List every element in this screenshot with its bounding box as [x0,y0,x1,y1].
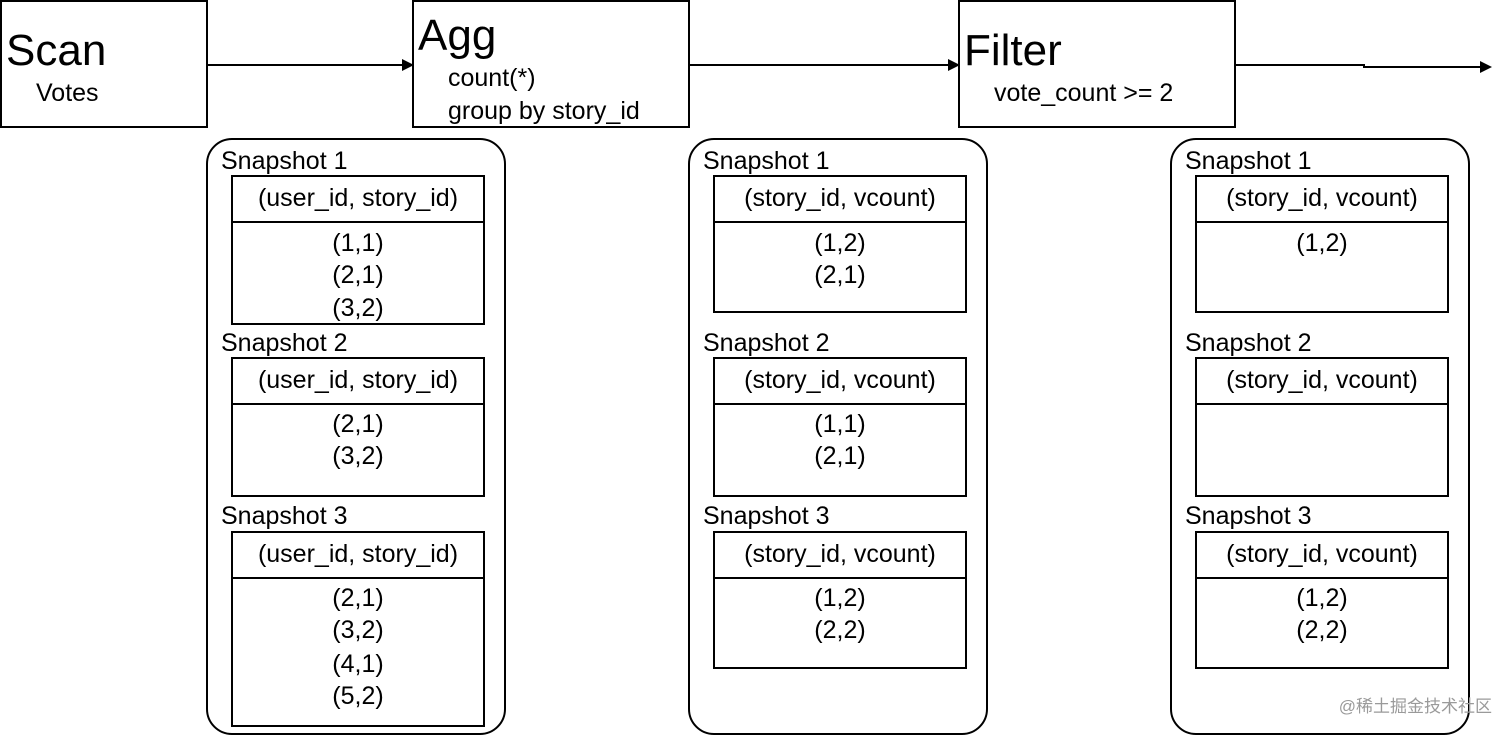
snapshot-table: (story_id, vcount) (1,2) (2,1) [713,175,967,313]
arrow-filter-output [1236,61,1492,73]
table-header: (story_id, vcount) [715,533,965,579]
snapshot-label: Snapshot 2 [221,329,348,357]
table-header: (story_id, vcount) [715,359,965,405]
snapshot-label: Snapshot 3 [703,502,830,530]
table-row: (3,2) [332,294,384,322]
table-header: (story_id, vcount) [715,177,965,223]
table-row: (2,1) [332,261,384,289]
filter-output-panel: Snapshot 1 (story_id, vcount) (1,2) Snap… [1170,138,1470,735]
table-row: (3,2) [332,442,384,470]
snapshot-table: (story_id, vcount) (1,1) (2,1) [713,357,967,497]
snapshot-table: (story_id, vcount) (1,2) [1195,175,1449,313]
snapshot-table: (story_id, vcount) (1,2) (2,2) [1195,531,1449,669]
table-row: (1,2) [1296,584,1348,612]
table-row: (5,2) [332,682,384,710]
table-row: (2,1) [332,410,384,438]
snapshot-label: Snapshot 1 [221,147,348,175]
filter-operator-title: Filter [964,26,1062,75]
snapshot-label: Snapshot 2 [703,329,830,357]
scan-output-panel: Snapshot 1 (user_id, story_id) (1,1) (2,… [206,138,506,735]
filter-operator-box: Filter vote_count >= 2 [958,0,1236,128]
table-row: (1,1) [332,229,384,257]
table-row: (1,2) [1296,229,1348,257]
table-header: (story_id, vcount) [1197,359,1447,405]
snapshot-label: Snapshot 3 [221,502,348,530]
snapshot-label: Snapshot 1 [1185,147,1312,175]
table-header: (user_id, story_id) [233,533,483,579]
table-row: (1,1) [814,410,866,438]
table-row: (1,2) [814,229,866,257]
scan-operator-title: Scan [6,26,107,75]
snapshot-table: (user_id, story_id) (2,1) (3,2) (4,1) (5… [231,531,485,727]
filter-operator-condition: vote_count >= 2 [994,79,1174,107]
snapshot-table: (user_id, story_id) (1,1) (2,1) (3,2) [231,175,485,325]
snapshot-label: Snapshot 3 [1185,502,1312,530]
agg-output-panel: Snapshot 1 (story_id, vcount) (1,2) (2,1… [688,138,988,735]
snapshot-label: Snapshot 2 [1185,329,1312,357]
table-row: (2,2) [1296,616,1348,644]
agg-operator-title: Agg [418,11,497,60]
table-row: (2,1) [814,261,866,289]
snapshot-table: (story_id, vcount) [1195,357,1449,497]
snapshot-table: (story_id, vcount) (1,2) (2,2) [713,531,967,669]
table-header: (user_id, story_id) [233,177,483,223]
scan-operator-table: Votes [36,79,99,107]
snapshot-table: (user_id, story_id) (2,1) (3,2) [231,357,485,497]
table-row: (1,2) [814,584,866,612]
agg-operator-groupby: group by story_id [448,97,640,125]
scan-operator-box: Scan Votes [0,0,208,128]
agg-operator-box: Agg count(*) group by story_id [412,0,690,128]
table-row: (2,1) [332,584,384,612]
table-header: (user_id, story_id) [233,359,483,405]
watermark: @稀土掘金技术社区 [1338,697,1492,716]
agg-operator-function: count(*) [448,64,536,92]
snapshot-label: Snapshot 1 [703,147,830,175]
table-row: (2,2) [814,616,866,644]
table-row: (4,1) [332,650,384,678]
table-row: (3,2) [332,616,384,644]
table-row: (2,1) [814,442,866,470]
table-header: (story_id, vcount) [1197,177,1447,223]
table-header: (story_id, vcount) [1197,533,1447,579]
